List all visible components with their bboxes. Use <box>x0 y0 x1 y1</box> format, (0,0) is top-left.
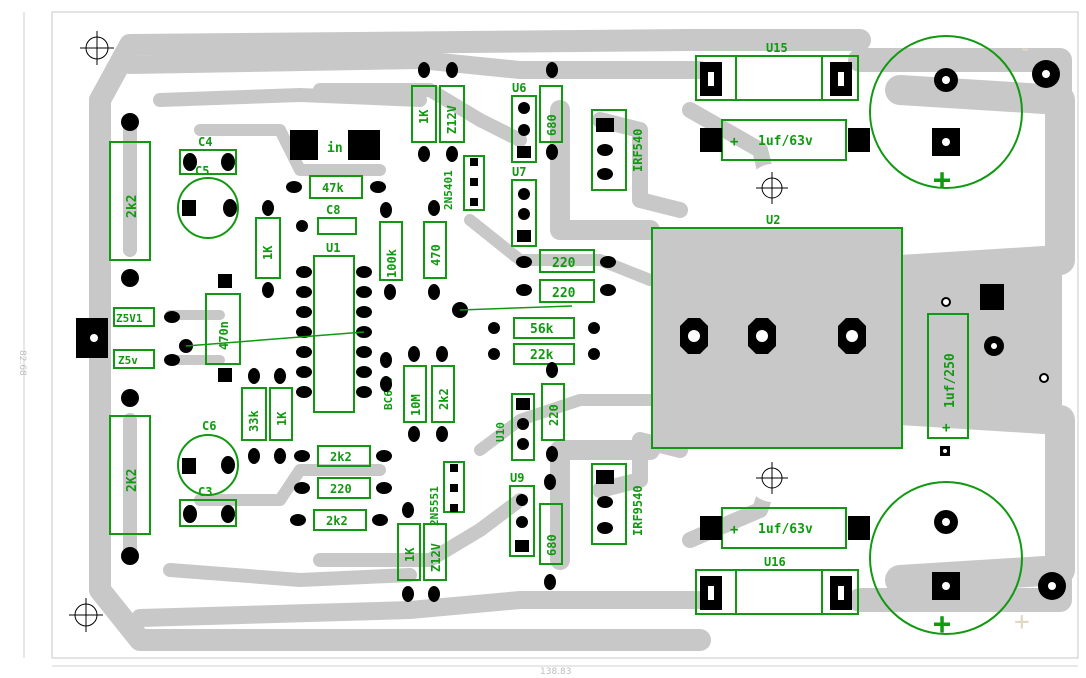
label-1k-left: 1K <box>261 245 275 260</box>
capacitor-c5 <box>177 177 239 239</box>
label-220-b: 220 <box>552 256 576 271</box>
label-u6: U6 <box>512 81 526 95</box>
label-220-v: 220 <box>547 404 561 426</box>
label-u15: U15 <box>766 41 788 55</box>
label-u9: U9 <box>510 471 524 485</box>
mounting-hole-center-bottom <box>748 454 796 502</box>
plus-sign-1uf-250: + <box>942 420 950 436</box>
plus-sign-bottom-right: + <box>1014 607 1030 637</box>
label-1uf-63v-top: 1uf/63v <box>758 134 813 149</box>
label-c3: C3 <box>198 485 212 499</box>
label-c8: C8 <box>326 203 340 217</box>
mounting-hole-bottom-left <box>69 598 103 632</box>
component-u2 <box>651 227 903 449</box>
electrolytic-cap-bottom <box>869 481 1023 635</box>
label-47k: 47k <box>322 181 344 195</box>
resistor-2k2-left-bottom <box>109 415 151 535</box>
label-470: 470 <box>429 244 443 266</box>
label-2n5551: 2N5551 <box>428 486 441 526</box>
input-label: in <box>327 141 343 156</box>
label-10m: 10M <box>409 394 423 416</box>
label-100k: 100k <box>385 248 399 278</box>
capacitor-1uf-250 <box>927 313 969 439</box>
component-u16 <box>695 569 859 615</box>
label-2k2-left-bottom: 2K2 <box>125 469 140 492</box>
mosfet-irf9540 <box>591 463 627 545</box>
minus-sign-top: - <box>1018 34 1032 62</box>
label-1k-bot: 1K <box>403 547 417 562</box>
label-2k2-v: 2k2 <box>437 388 451 410</box>
label-2k2-left-top: 2k2 <box>125 195 140 218</box>
mounting-hole-center-top <box>748 164 796 212</box>
label-u7: U7 <box>512 165 526 179</box>
label-33k: 33k <box>247 410 261 432</box>
ic-u1 <box>313 255 355 413</box>
mosfet-irf540 <box>591 109 627 191</box>
resistor-2k2-left-top <box>109 141 151 261</box>
plus-sign-big-cap-top: + <box>933 163 951 198</box>
label-c5: C5 <box>195 164 209 178</box>
label-22k: 22k <box>530 348 554 363</box>
label-z5v1: Z5V1 <box>116 312 143 325</box>
capacitor-c6 <box>177 434 239 496</box>
label-220-a: 220 <box>330 482 352 496</box>
label-irf9540: IRF9540 <box>631 485 645 536</box>
label-u2: U2 <box>766 213 780 227</box>
label-u10: U10 <box>494 422 507 442</box>
u2-pins <box>680 318 866 354</box>
plus-sign-cap-top: + <box>730 134 738 150</box>
mounting-hole-top-left <box>80 31 114 65</box>
label-56k: 56k <box>530 322 554 337</box>
dimension-height: 82.68 <box>17 350 27 376</box>
label-irf540: IRF540 <box>631 129 645 172</box>
plus-sign-big-cap-bottom: + <box>933 607 951 642</box>
label-680-top: 680 <box>545 114 559 136</box>
label-u16: U16 <box>764 555 786 569</box>
label-220-c: 220 <box>552 286 576 301</box>
plus-sign-cap-bottom: + <box>730 522 738 538</box>
label-c6: C6 <box>202 419 216 433</box>
electrolytic-cap-top <box>869 35 1023 189</box>
label-1k-mid: 1K <box>275 411 289 426</box>
capacitor-470n <box>205 293 241 365</box>
label-1k-top: 1K <box>417 109 431 124</box>
label-2k2-a: 2k2 <box>330 450 352 464</box>
label-1uf-63v-bottom: 1uf/63v <box>758 522 813 537</box>
component-u15 <box>695 55 859 101</box>
dimension-width: 138.83 <box>540 667 572 677</box>
label-680-bot: 680 <box>545 534 559 556</box>
label-1uf-250: 1uf/250 <box>943 353 958 408</box>
label-z5v: Z5v <box>118 354 138 367</box>
label-z12v-bot: Z12V <box>429 543 443 572</box>
label-c4: C4 <box>198 135 212 149</box>
label-2k2-b: 2k2 <box>326 514 348 528</box>
label-z12v-top: Z12V <box>445 105 459 134</box>
label-2n5401: 2N5401 <box>442 170 455 210</box>
label-u1: U1 <box>326 241 340 255</box>
label-470n: 470n <box>217 321 231 350</box>
